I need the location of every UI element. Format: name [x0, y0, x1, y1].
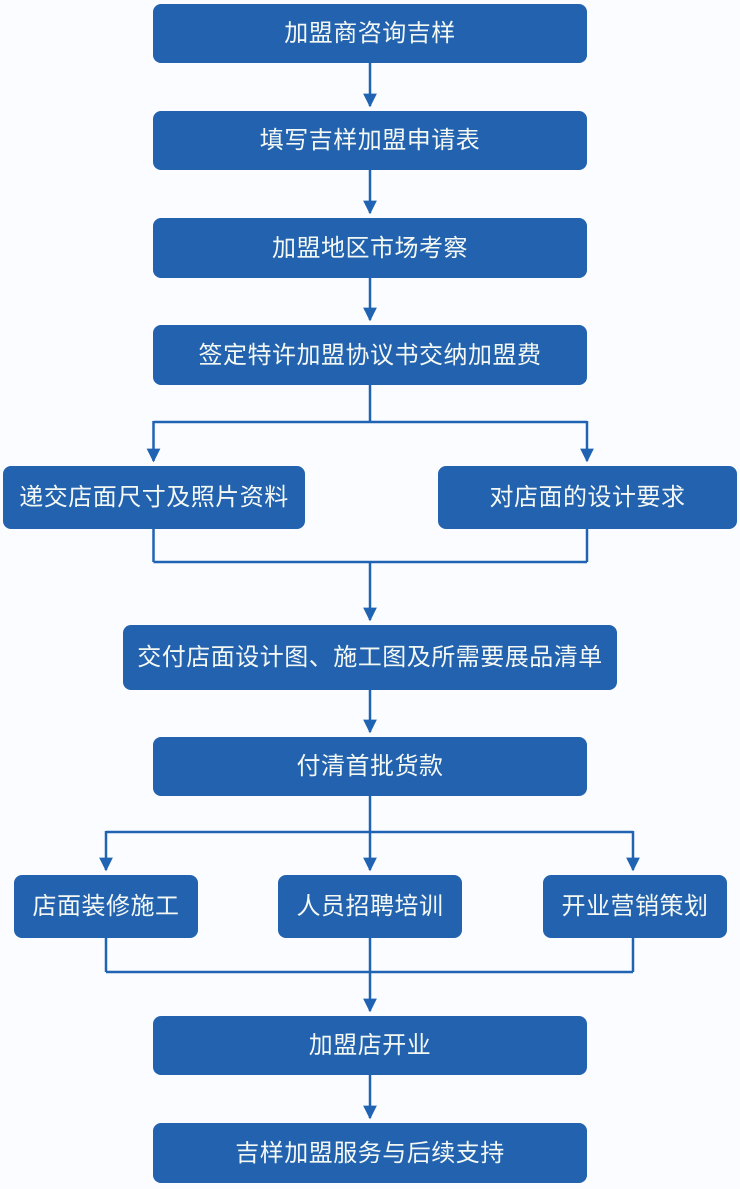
- flow-node-label: 签定特许加盟协议书交纳加盟费: [198, 340, 542, 369]
- flow-node-label: 付清首批货款: [296, 752, 444, 781]
- flow-node-market-survey: 加盟地区市场考察: [153, 218, 587, 278]
- flow-node-staff-recruiting-training: 人员招聘培训: [278, 875, 462, 938]
- flow-node-design-requirements: 对店面的设计要求: [438, 466, 737, 529]
- flow-node-label: 对店面的设计要求: [489, 483, 686, 512]
- flow-node-ongoing-support: 吉样加盟服务与后续支持: [153, 1123, 587, 1183]
- flow-node-label: 递交店面尺寸及照片资料: [19, 483, 289, 512]
- flow-node-label: 开业营销策划: [561, 892, 709, 921]
- flow-node-label: 加盟店开业: [308, 1031, 432, 1060]
- flow-node-label: 人员招聘培训: [296, 892, 444, 921]
- flow-node-label: 店面装修施工: [32, 892, 180, 921]
- flow-node-submit-store-info: 递交店面尺寸及照片资料: [3, 466, 305, 529]
- flow-node-deliver-design-drawings: 交付店面设计图、施工图及所需要展品清单: [123, 625, 617, 690]
- flow-node-label: 吉样加盟服务与后续支持: [235, 1138, 505, 1167]
- flow-node-sign-agreement: 签定特许加盟协议书交纳加盟费: [153, 325, 587, 385]
- flow-node-first-payment: 付清首批货款: [153, 737, 587, 796]
- flow-node-label: 加盟商咨询吉样: [284, 19, 456, 48]
- flow-node-store-opening: 加盟店开业: [153, 1016, 587, 1075]
- flow-node-store-renovation: 店面装修施工: [14, 875, 198, 938]
- flow-node-application-form: 填写吉样加盟申请表: [153, 111, 587, 170]
- flow-node-label: 填写吉样加盟申请表: [259, 126, 481, 155]
- flow-node-opening-marketing-plan: 开业营销策划: [543, 875, 727, 938]
- flow-node-consult: 加盟商咨询吉样: [153, 4, 587, 63]
- flow-node-label: 加盟地区市场考察: [272, 233, 468, 262]
- flow-node-label: 交付店面设计图、施工图及所需要展品清单: [137, 643, 603, 672]
